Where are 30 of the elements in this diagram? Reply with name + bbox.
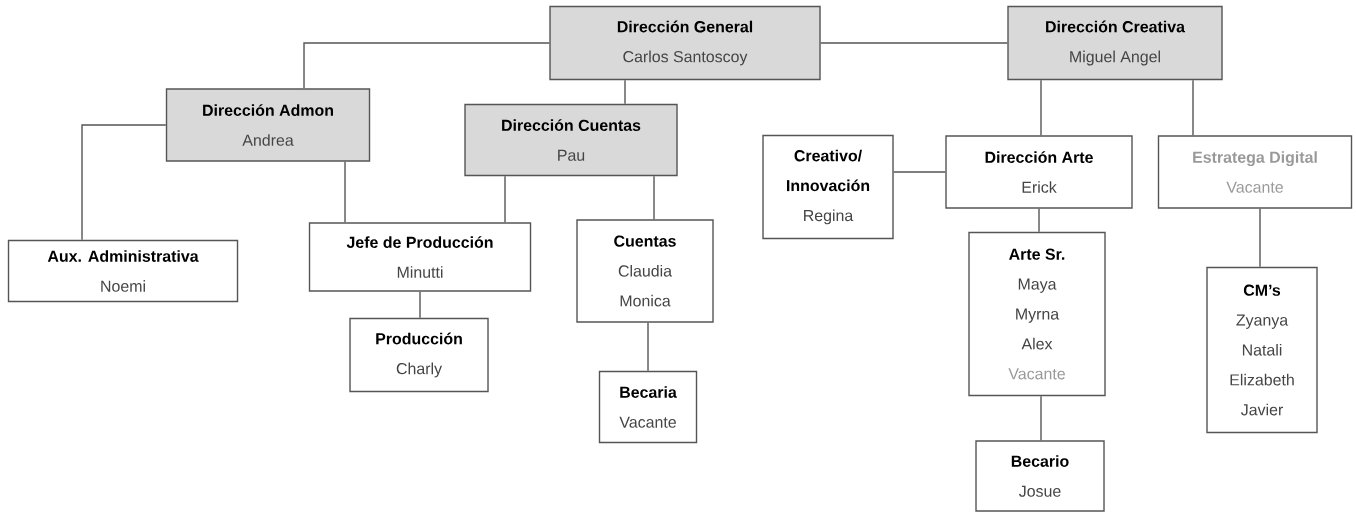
connector-line (504, 175, 506, 223)
connector-line (1040, 395, 1042, 441)
connector-line (303, 42, 550, 89)
connector-line (81, 124, 167, 241)
org-box: Creativo/ Innovación Regina (762, 134, 894, 240)
connector-line (1259, 208, 1261, 268)
org-box: Estratega Digital Vacante (1157, 135, 1353, 209)
org-box: Arte Sr. Maya Myrna Alex Vacante (968, 231, 1106, 397)
org-box: Dirección Admon Andrea (165, 88, 371, 162)
org-box: Jefe de Producción Minutti (308, 222, 532, 292)
connector-line (624, 79, 626, 105)
connector-line (1040, 79, 1042, 136)
org-box: Becario Josue (975, 440, 1105, 512)
connector-line (1192, 79, 1194, 136)
org-box: Dirección Cuentas Pau (464, 103, 678, 177)
org-box: Cuentas Claudia Monica (576, 219, 714, 323)
connector-line (1038, 208, 1040, 233)
org-box: CM’s Zyanya Natali Elizabeth Javier (1206, 266, 1318, 434)
connector-line (820, 42, 1008, 44)
org-box: Dirección Arte Erick (945, 135, 1133, 209)
org-box: Aux. Administrativa Noemi (7, 239, 239, 303)
connector-line (647, 322, 649, 372)
org-box: Dirección Creativa Miguel Angel (1007, 5, 1223, 81)
org-box: Becaria Vacante (598, 370, 698, 444)
connector-line (653, 175, 655, 220)
org-box: Dirección General Carlos Santoscoy (549, 5, 821, 81)
connector-line (419, 291, 421, 319)
org-box: Producción Charly (349, 317, 489, 393)
connector-line (893, 171, 946, 173)
connector-line (344, 161, 346, 223)
